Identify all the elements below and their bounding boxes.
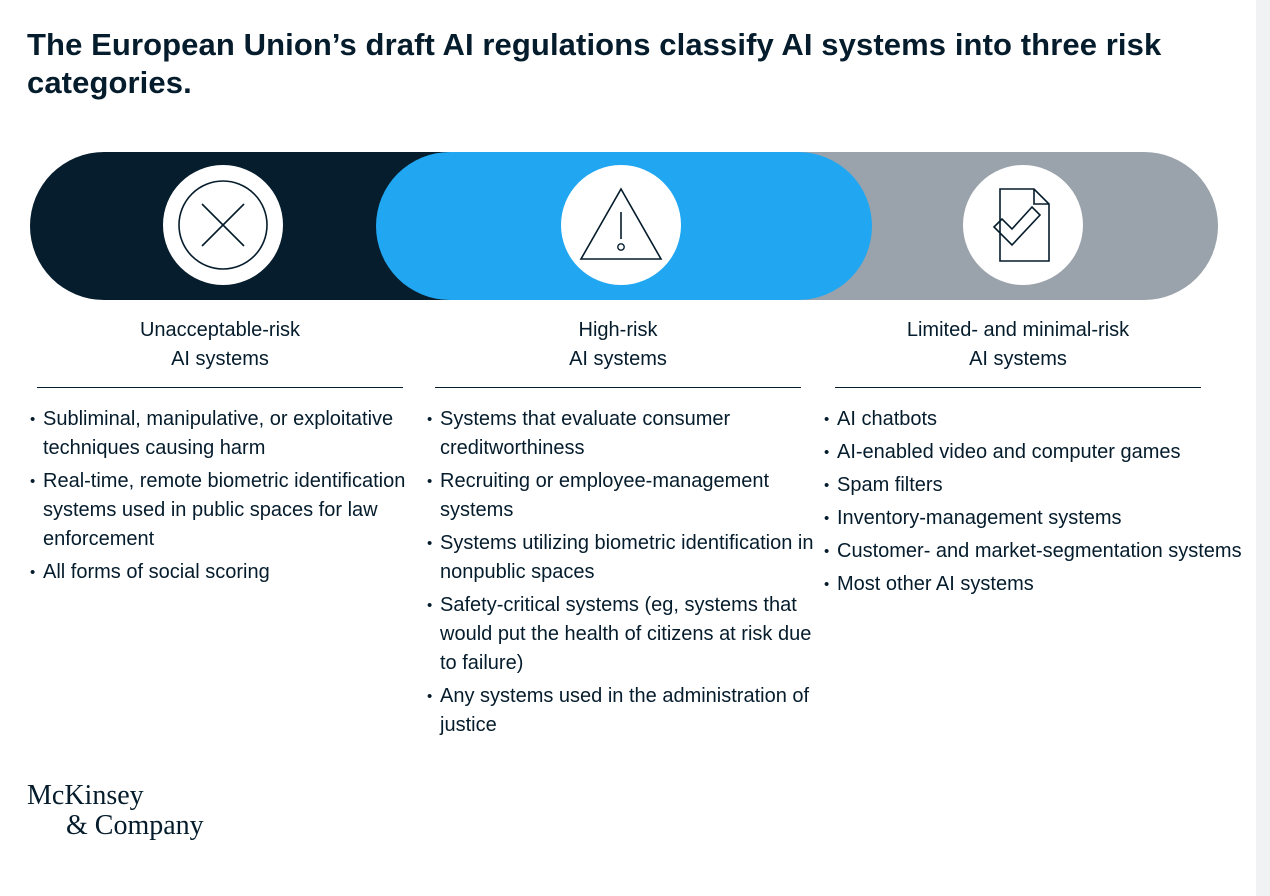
right-edge-strip [1256, 0, 1270, 896]
document-check-icon [963, 165, 1083, 285]
list-item: Spam filters [824, 471, 1244, 500]
list-item: Systems that evaluate consumer creditwor… [427, 405, 815, 463]
column-title-line: Unacceptable-risk [139, 319, 301, 341]
x-circle-icon [163, 165, 283, 285]
mckinsey-logo: McKinsey & Company [27, 781, 204, 841]
list-item: Real-time, remote biometric identificati… [30, 467, 415, 554]
column-title-line: AI systems [569, 348, 667, 370]
bullet-list-high: Systems that evaluate consumer creditwor… [427, 405, 815, 744]
list-item: Safety-critical systems (eg, systems tha… [427, 591, 815, 678]
list-item: Systems utilizing biometric identificati… [427, 529, 815, 587]
list-item: Subliminal, manipulative, or exploitativ… [30, 405, 415, 463]
warning-triangle-icon [561, 165, 681, 285]
column-title-line: AI systems [969, 348, 1067, 370]
column-title-unacceptable: Unacceptable-risk AI systems [37, 316, 403, 374]
logo-line: & Company [66, 810, 204, 841]
list-item: Any systems used in the administration o… [427, 682, 815, 740]
list-item: Customer- and market-segmentation system… [824, 537, 1244, 566]
list-item: All forms of social scoring [30, 558, 415, 587]
column-divider [435, 387, 801, 388]
column-title-limited: Limited- and minimal-risk AI systems [835, 316, 1201, 374]
list-item: Recruiting or employee-management system… [427, 467, 815, 525]
column-title-high: High-risk AI systems [435, 316, 801, 374]
list-item: Inventory-management systems [824, 504, 1244, 533]
page-title: The European Union’s draft AI regulation… [27, 27, 1162, 100]
bullet-list-unacceptable: Subliminal, manipulative, or exploitativ… [30, 405, 415, 591]
column-title-line: High-risk [578, 319, 658, 341]
bullet-list-limited: AI chatbots AI-enabled video and compute… [824, 405, 1244, 603]
list-item: Most other AI systems [824, 570, 1244, 599]
list-item: AI chatbots [824, 405, 1244, 434]
column-title-line: Limited- and minimal-risk [906, 319, 1130, 341]
column-divider [835, 387, 1201, 388]
list-item: AI-enabled video and computer games [824, 438, 1244, 467]
column-divider [37, 387, 403, 388]
logo-line: McKinsey [27, 780, 144, 811]
column-title-line: AI systems [171, 348, 269, 370]
